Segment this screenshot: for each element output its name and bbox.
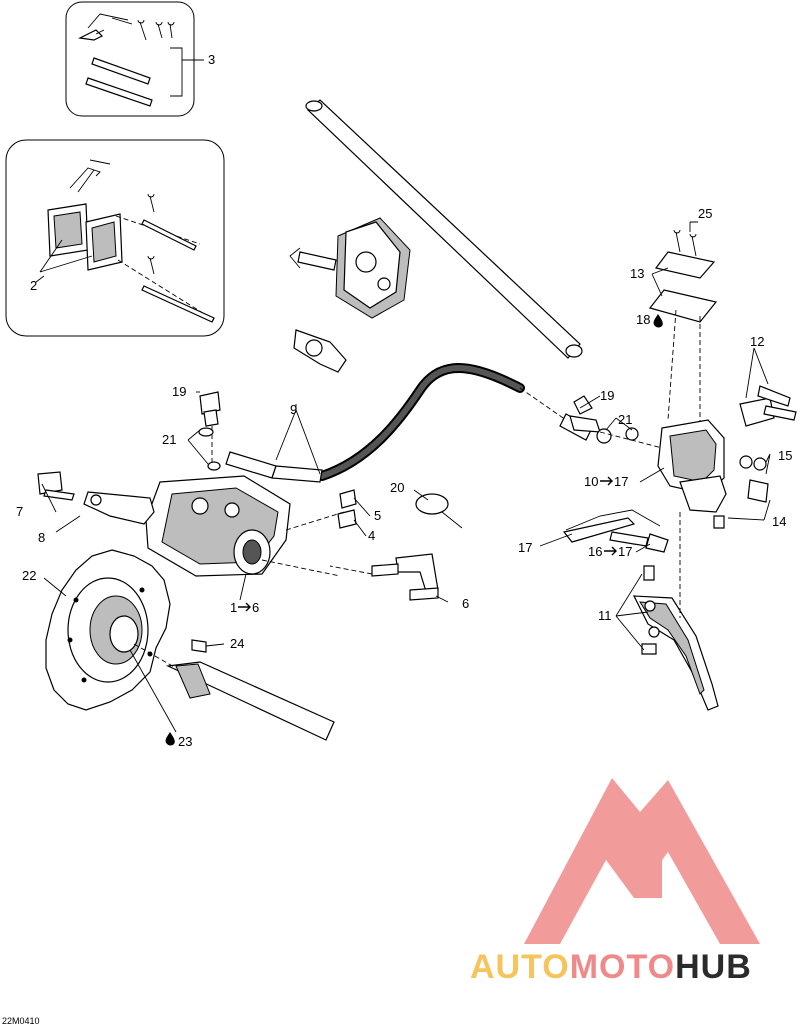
arrow-right-icon <box>604 546 617 556</box>
clip-and-fitting <box>329 493 463 601</box>
callout-25: 25 <box>698 206 712 221</box>
master-cylinder <box>569 229 797 529</box>
arrow-right-icon <box>238 602 251 612</box>
callout-12: 12 <box>750 334 764 349</box>
brake-hose <box>225 363 593 483</box>
leader-lines <box>41 221 771 733</box>
callout-2: 2 <box>30 278 37 293</box>
callout-21-right: 21 <box>618 412 632 427</box>
brake-lever <box>562 509 719 711</box>
callout-22: 22 <box>22 568 36 583</box>
callout-10: 10 <box>584 474 598 489</box>
callout-9: 9 <box>290 402 297 417</box>
inset-box-pins <box>65 1 204 117</box>
inset-box-brake-pads <box>5 139 225 337</box>
brake-disc <box>45 549 335 741</box>
callout-14: 14 <box>772 514 786 529</box>
watermark-auto: AUTO <box>470 948 570 986</box>
drop-icon <box>165 732 175 746</box>
watermark-hub: HUB <box>675 948 752 986</box>
callout-6-caliper: 6 <box>252 600 259 615</box>
callout-19-right: 19 <box>600 388 614 403</box>
callout-7: 7 <box>16 504 23 519</box>
watermark-moto: MOTO <box>570 948 675 986</box>
brake-caliper <box>37 391 357 577</box>
callout-18: 18 <box>636 312 650 327</box>
callout-20: 20 <box>390 480 404 495</box>
callouts: 3 2 25 13 18 12 19 9 19 21 21 15 10 17 7… <box>16 52 792 749</box>
watermark-logo <box>524 778 760 944</box>
callout-15: 15 <box>778 448 792 463</box>
handlebar-assembly <box>289 99 583 373</box>
callout-21-left: 21 <box>162 432 176 447</box>
callout-16: 16 <box>588 544 602 559</box>
callout-23: 23 <box>178 734 192 749</box>
watermark-text: AUTOMOTOHUB <box>470 948 752 986</box>
callout-19-left: 19 <box>172 384 186 399</box>
callout-17-b: 17 <box>518 540 532 555</box>
callout-5: 5 <box>374 508 381 523</box>
callout-1: 1 <box>230 600 237 615</box>
arrow-right-icon <box>600 476 613 486</box>
callout-17-c: 17 <box>618 544 632 559</box>
callout-4: 4 <box>368 528 375 543</box>
callout-17-a: 17 <box>614 474 628 489</box>
callout-11: 11 <box>598 608 612 623</box>
reference-code: 22M0410 <box>2 1016 40 1026</box>
drop-icon <box>653 314 663 328</box>
callout-24: 24 <box>230 636 244 651</box>
callout-6-fitting: 6 <box>462 596 469 611</box>
callout-3: 3 <box>208 52 215 67</box>
callout-8: 8 <box>38 530 45 545</box>
callout-13: 13 <box>630 266 644 281</box>
